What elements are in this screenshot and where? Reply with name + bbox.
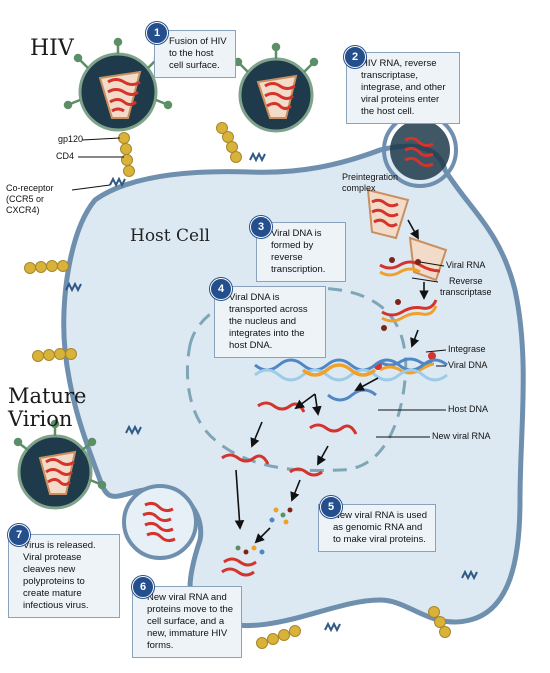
step-5-badge: 5 [320,496,342,518]
step-6-badge: 6 [132,576,154,598]
pathway-arrows [234,219,429,544]
mature-virion [17,434,93,510]
reverse-transcriptase-label-line2: transcriptase [440,287,492,297]
step-4-badge: 4 [210,278,232,300]
step-2-badge: 2 [344,46,366,68]
gp120-label: gp120 [58,134,84,144]
budding-virion [122,484,198,560]
hiv-virion-1 [78,52,158,132]
new-viral-rna-label: New viral RNA [432,431,491,441]
host-cell-title: Host Cell [130,226,210,246]
mature-virion-spikes [13,419,107,490]
virion-2-spikes [233,42,319,73]
step-1-badge: 1 [146,22,168,44]
step-7-box: Virus is released. Viral protease cleave… [8,534,120,618]
reverse-transcriptase-label-line1: Reverse [449,276,483,286]
step-2-box: HIV RNA, reverse transcriptase, integras… [346,52,460,124]
entering-virion [390,120,450,180]
budding-virion-rna [142,501,176,543]
preintegration-complex [366,188,410,240]
hiv-title: HIV [30,36,74,61]
hiv-virion-2 [238,57,314,133]
viral-rna-label: Viral RNA [446,260,486,270]
coreceptor-label-line1: Co-receptor [6,183,54,193]
viral-dna-integrase [374,352,436,375]
mature-virion-title-line1: Mature [8,384,87,408]
cd4-label: CD4 [56,151,75,161]
reverse-transcription-complex [379,236,448,282]
coreceptor-label: Co-receptor (CCR5 or CXCR4) [6,183,76,216]
entering-virion-rna [404,136,434,168]
integrase-label: Integrase [448,344,486,354]
step-4-box: Viral DNA is transported across the nucl… [214,286,326,358]
mature-virion-title-line2: Virion [8,407,73,431]
step-3-badge: 3 [250,216,272,238]
step-3-box: Viral DNA is formed by reverse transcrip… [256,222,346,282]
step-7-badge: 7 [8,524,30,546]
host-dna-label: Host DNA [448,404,489,414]
preintegration-label-line2: complex [342,183,376,193]
viral-dna-label: Viral DNA [448,360,488,370]
host-dna-helix [254,358,448,402]
step-6-box: New viral RNA and proteins move to the c… [132,586,242,658]
preintegration-label: Preintegration complex [342,172,398,194]
cd4-receptors [24,122,451,649]
cytoplasm-new-rna [221,453,323,577]
step-1-box: Fusion of HIV to the host cell surface. [154,30,236,78]
reverse-transcriptase-label: Reverse transcriptase [440,276,492,298]
host-cell-membrane [61,143,526,629]
viral-dna-intermediate [381,299,438,331]
preintegration-label-line1: Preintegration [342,172,399,182]
coreceptor-label-line2: (CCR5 or CXCR4) [6,194,45,215]
mature-virion-title: Mature Virion [8,385,118,431]
co-receptors [65,151,478,633]
viral-protein-dots [235,507,293,555]
label-leaders [71,137,447,438]
